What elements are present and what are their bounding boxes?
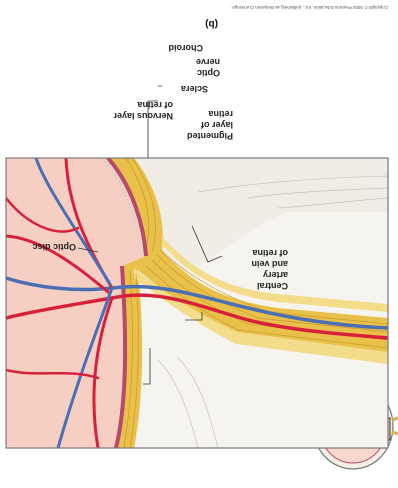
label-optic-nerve: Optic nerve [194,57,220,78]
label-optic-disc: Optic disc [32,242,76,252]
label-sclera: Sclera [180,84,208,94]
label-nervous: Nervous layer of retina [111,100,173,121]
label-pigmented: Pigmented layer of retina [184,109,233,141]
label-choroid: Choroid [169,43,204,53]
copyright-credit: Copyright © 2004 Pearson Education, Inc.… [231,5,388,11]
figure-part-label: (b) [205,18,218,29]
label-central-vessels: Central artery and vein of retina [249,248,288,291]
